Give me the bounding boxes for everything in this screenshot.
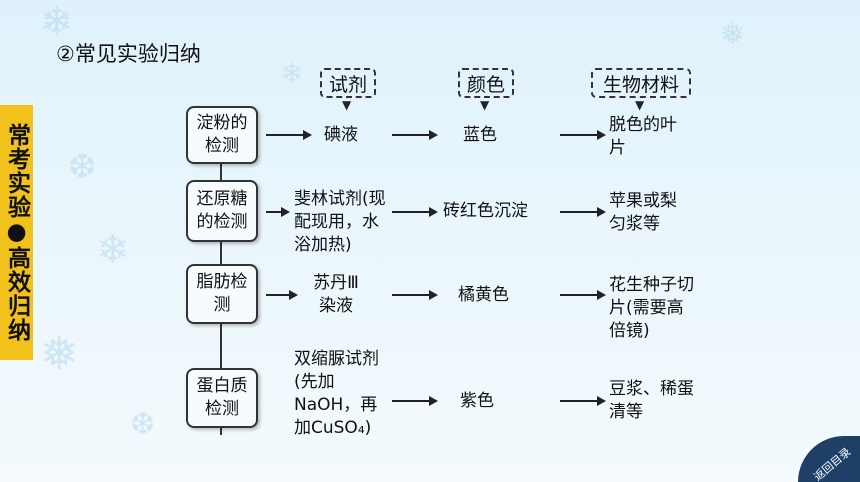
color-cell: 橘黄色 bbox=[458, 285, 509, 305]
material-cell: 花生种子切片(需要高倍镜) bbox=[609, 275, 694, 341]
arrow-icon bbox=[266, 290, 298, 300]
snowflake-decoration: ❅ bbox=[40, 326, 79, 380]
color-cell: 紫色 bbox=[460, 391, 494, 411]
sidebar-tab: 常考实验●高效归纳 bbox=[0, 105, 33, 360]
method-box: 还原糖的检测 bbox=[186, 180, 258, 242]
header-material: 生物材料 bbox=[591, 68, 691, 98]
snowflake-decoration: ❄ bbox=[40, 0, 74, 45]
method-label: 还原糖的检测 bbox=[196, 189, 248, 232]
header-color-label: 颜色 bbox=[466, 73, 505, 96]
section-title: ②常见实验归纳 bbox=[56, 42, 201, 66]
method-label: 淀粉的检测 bbox=[196, 113, 248, 156]
arrow-icon bbox=[392, 130, 438, 140]
color-cell: 砖红色沉淀 bbox=[443, 201, 528, 221]
material-cell: 豆浆、稀蛋清等 bbox=[609, 379, 694, 422]
header-color: 颜色 bbox=[458, 68, 514, 98]
snowflake-decoration: ❄ bbox=[96, 227, 130, 273]
method-box: 蛋白质检测 bbox=[186, 368, 258, 428]
arrow-icon bbox=[266, 130, 312, 140]
header-material-label: 生物材料 bbox=[602, 73, 679, 96]
arrow-icon bbox=[392, 290, 438, 300]
return-catalog-label: 返回目录 bbox=[811, 445, 854, 482]
header-arrow-icon: ▼ bbox=[342, 98, 352, 112]
arrow-icon bbox=[392, 396, 438, 406]
snowflake-decoration: ❆ bbox=[130, 407, 156, 442]
arrow-icon bbox=[560, 130, 606, 140]
method-box: 淀粉的检测 bbox=[186, 106, 258, 164]
sidebar-label: 常考实验●高效归纳 bbox=[3, 123, 30, 342]
snowflake-decoration: ❆ bbox=[68, 147, 97, 187]
arrow-icon bbox=[266, 207, 290, 217]
reagent-cell: 双缩脲试剂(先加NaOH，再加CuSO₄) bbox=[294, 349, 379, 438]
method-box: 脂肪检测 bbox=[186, 264, 258, 324]
snowflake-decoration: ❅ bbox=[720, 17, 746, 52]
arrow-icon bbox=[392, 207, 438, 217]
header-arrow-icon: ▼ bbox=[480, 98, 490, 112]
method-label: 脂肪检测 bbox=[196, 272, 248, 315]
arrow-icon bbox=[560, 290, 606, 300]
reagent-cell: 苏丹Ⅲ染液 bbox=[313, 273, 359, 316]
arrow-icon bbox=[560, 207, 606, 217]
header-reagent-label: 试剂 bbox=[328, 73, 367, 96]
method-label: 蛋白质检测 bbox=[196, 376, 248, 419]
color-cell: 蓝色 bbox=[463, 125, 497, 145]
reagent-cell: 斐林试剂(现配现用，水浴加热) bbox=[294, 189, 386, 255]
material-cell: 苹果或梨匀浆等 bbox=[609, 191, 677, 234]
header-reagent: 试剂 bbox=[320, 68, 376, 98]
arrow-icon bbox=[560, 396, 606, 406]
material-cell: 脱色的叶片 bbox=[609, 115, 677, 158]
return-catalog-button[interactable]: 返回目录 bbox=[798, 436, 860, 482]
snowflake-decoration: ❄ bbox=[280, 57, 304, 90]
header-arrow-icon: ▼ bbox=[635, 98, 645, 112]
reagent-cell: 碘液 bbox=[324, 125, 358, 145]
